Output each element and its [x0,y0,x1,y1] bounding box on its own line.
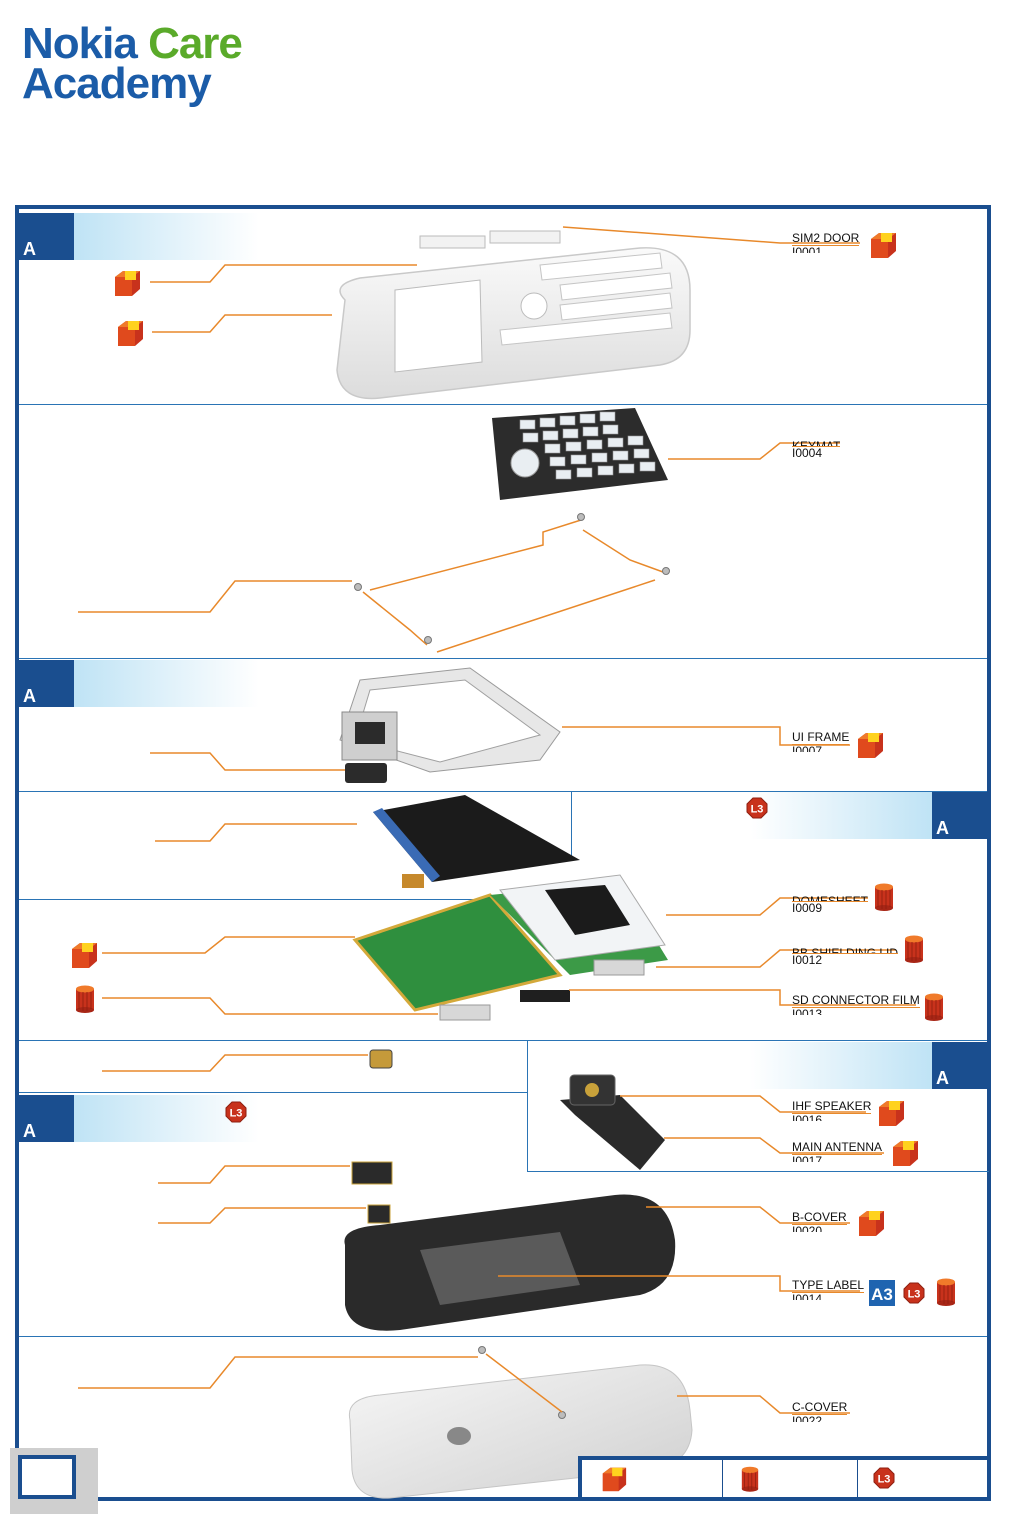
diagram-frame [15,205,991,1501]
logo-nokia: Nokia [22,19,138,68]
nokia-care-academy-logo: Nokia Care Academy [22,22,243,108]
separator [19,899,571,900]
logo-academy: Academy [22,59,212,108]
section-header: A [19,660,259,707]
display-illustration [373,795,580,888]
cube-icon [871,233,896,258]
l3-icon: L3 [903,1282,925,1304]
separator [19,404,987,405]
cube-icon [859,1211,884,1236]
cylinder-icon [741,1466,759,1492]
l3-icon: L3 [225,1101,247,1123]
svg-text:L3: L3 [908,1289,921,1301]
separator [19,1092,527,1093]
earpiece-illustration [369,1049,393,1069]
svg-text:A3: A3 [871,1285,893,1304]
separator [19,658,987,659]
section-header: A [19,213,259,260]
logo-care: Care [148,19,243,68]
engine-board-illustration [352,874,668,1021]
cube-icon [115,271,140,296]
cube-icon [879,1101,904,1126]
svg-text:L3: L3 [751,804,764,816]
page-number-box [18,1455,76,1499]
cylinder-icon [76,985,94,1013]
cube-icon [893,1141,918,1166]
keymat-illustration [492,408,668,500]
a3-icon: A3 [869,1280,895,1306]
separator [19,1040,987,1041]
cube-icon [602,1467,627,1492]
connector-illustration [351,1161,393,1185]
cylinder-icon [937,1278,955,1306]
separator [571,791,572,859]
section-header: A [751,792,987,839]
cylinder-icon [875,883,893,911]
svg-text:L3: L3 [230,1108,243,1120]
l3-icon: L3 [746,797,768,819]
separator [527,1040,528,1171]
separator [19,1336,987,1337]
legend: L3 [578,1456,991,1501]
b-cover-illustration [344,1194,676,1331]
connector-illustration [367,1204,391,1224]
ui-frame-illustration [339,667,561,783]
svg-text:L3: L3 [878,1474,891,1486]
cube-icon [72,943,97,968]
cube-icon [118,321,143,346]
section-header: A [749,1042,987,1089]
a-cover-illustration [336,247,691,400]
l3-icon: L3 [873,1467,895,1489]
cube-icon [858,733,883,758]
cylinder-icon [905,935,923,963]
separator [527,1171,989,1172]
section-header: A [19,1095,259,1142]
cylinder-icon [925,993,943,1021]
antenna-module-illustration [560,1074,665,1170]
separator [19,791,987,792]
